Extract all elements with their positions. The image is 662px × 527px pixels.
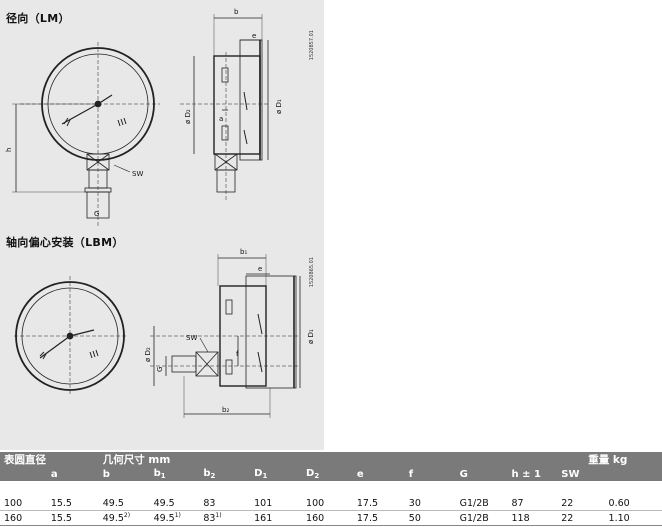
f-dim-label: f <box>236 350 239 358</box>
col-d1: D1 <box>254 467 307 482</box>
a-dim-label: a <box>219 115 223 123</box>
col-g: G <box>459 467 512 482</box>
sw-dim-label: SW <box>132 170 143 178</box>
e-dim-label: e <box>252 32 256 40</box>
h-dim-label: h <box>5 148 13 152</box>
col-b: b <box>102 467 154 482</box>
dimensions-table: 表圆直径 几何尺寸 mm 重量 kg a b b1 b2 D1 D2 e f G… <box>0 452 662 526</box>
radial-section-title: 径向（LM） <box>6 12 70 25</box>
col-a: a <box>50 467 103 482</box>
axial-side-view <box>150 254 301 418</box>
axial-d2-dim-label: ø D₂ <box>144 347 152 362</box>
gauge-drawings: h G SW b e a ø D₁ ø D₂ b₁ e b₂ SW G f ø … <box>5 8 315 418</box>
b2-dim-label: b₂ <box>222 406 229 414</box>
dial-diameter-header: 表圆直径 <box>0 452 103 467</box>
axial-d1-dim-label: ø D₁ <box>307 329 315 344</box>
weight-header: 重量 kg <box>561 452 662 467</box>
axial-g-dim-label: G <box>156 367 164 372</box>
col-b1: b1 <box>153 467 204 482</box>
technical-drawing-panel: 径向（LM） 轴向偏心安装（LBM） 1520857.01 1520865.01 <box>0 0 324 450</box>
table-row: 100 15.5 49.5 49.5 83 101 100 17.5 30 G1… <box>0 496 662 511</box>
col-f: f <box>408 467 460 482</box>
radial-front-view <box>12 42 160 228</box>
col-sw: SW <box>561 467 605 482</box>
b-dim-label: b <box>234 8 239 16</box>
axial-sw-dim-label: SW <box>186 334 197 342</box>
col-b2: b2 <box>203 467 255 482</box>
table-row: 160 15.5 49.52) 49.51) 831) 161 160 17.5… <box>0 510 662 526</box>
g-dim-label: G <box>94 210 99 218</box>
table-header-row-2: a b b1 b2 D1 D2 e f G h ± 1 SW <box>0 467 662 482</box>
col-h: h ± 1 <box>511 467 562 482</box>
col-e: e <box>356 467 409 482</box>
axial-e-dim-label: e <box>258 265 262 273</box>
table-header-row-1: 表圆直径 几何尺寸 mm 重量 kg <box>0 452 662 467</box>
col-d2: D2 <box>306 467 357 482</box>
radial-side-view <box>180 14 270 200</box>
b1-dim-label: b₁ <box>240 248 247 256</box>
axial-front-view <box>14 276 126 396</box>
d1-dim-label: ø D₁ <box>275 99 283 114</box>
axial-section-title: 轴向偏心安装（LBM） <box>6 236 124 249</box>
d2-dim-label: ø D₂ <box>184 109 192 124</box>
dimensions-header: 几何尺寸 mm <box>102 452 562 467</box>
